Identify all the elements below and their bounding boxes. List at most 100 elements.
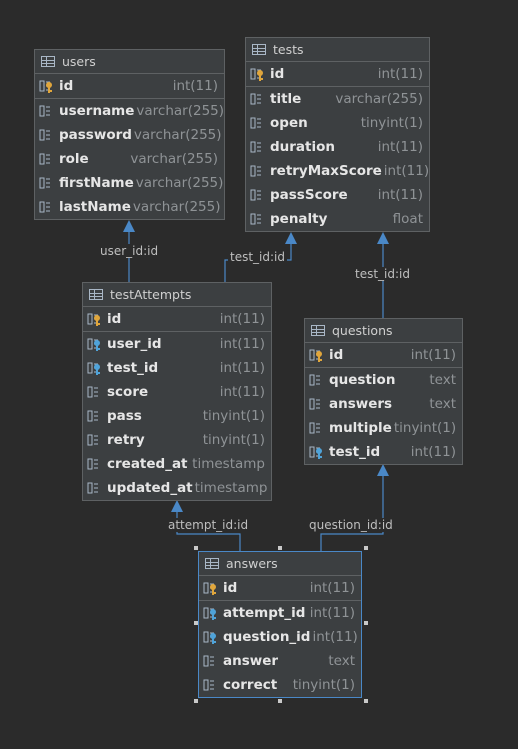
column-name: question [329, 372, 396, 388]
table-icon [311, 325, 325, 336]
arrowhead [171, 500, 183, 512]
column-type: varchar(255) [335, 91, 423, 107]
table-header[interactable]: testAttempts [83, 283, 271, 307]
column-name: pass [107, 408, 142, 424]
primary-key-icon [203, 581, 219, 595]
column-name: id [223, 580, 238, 596]
column-name: correct [223, 677, 278, 693]
column-type: varchar(255) [136, 103, 225, 119]
column-icon [87, 385, 103, 399]
column-name: passScore [270, 187, 348, 203]
column-icon [39, 104, 55, 118]
column-icon [250, 116, 266, 130]
column-row[interactable]: title varchar(255) [246, 87, 429, 111]
column-icon [87, 481, 103, 495]
table-header[interactable]: tests [246, 38, 429, 62]
column-name: score [107, 384, 149, 400]
column-icon [39, 200, 55, 214]
resize-handle[interactable] [278, 699, 282, 703]
resize-handle[interactable] [194, 699, 198, 703]
resize-handle[interactable] [194, 546, 198, 550]
column-name: question_id [223, 629, 311, 645]
table-name: testAttempts [110, 287, 192, 302]
table-icon [205, 558, 219, 569]
table-header[interactable]: answers [199, 552, 361, 576]
column-type: tinyint(1) [360, 115, 423, 131]
column-name: role [59, 151, 89, 167]
column-type: timestamp [192, 456, 265, 472]
column-type: int(11) [377, 66, 423, 82]
column-type: tinyint(1) [202, 432, 265, 448]
column-type: int(11) [219, 311, 265, 327]
column-type: int(11) [377, 139, 423, 155]
table-header[interactable]: questions [305, 319, 462, 343]
column-icon [39, 128, 55, 142]
column-icon [87, 433, 103, 447]
column-type: text [328, 653, 355, 669]
arrowhead [377, 232, 389, 244]
column-name: retryMaxScore [270, 163, 382, 179]
table-icon [252, 44, 266, 55]
foreign-key-icon [87, 337, 103, 351]
primary-key-icon [250, 67, 266, 81]
column-icon [309, 421, 325, 435]
column-row[interactable]: id int(11) [246, 62, 429, 86]
column-name: updated_at [107, 480, 193, 496]
column-icon [250, 140, 266, 154]
column-type: tinyint(1) [393, 420, 457, 436]
column-row[interactable]: question text [305, 368, 462, 392]
resize-handle[interactable] [364, 621, 368, 625]
resize-handle[interactable] [364, 699, 368, 703]
column-name: title [270, 91, 302, 107]
resize-handle[interactable] [364, 546, 368, 550]
table-name: answers [226, 556, 278, 571]
relation-label-attempt-test-id: test_id:id [228, 250, 287, 264]
column-type: varchar(255) [133, 127, 222, 143]
column-type: varchar(255) [135, 175, 224, 191]
column-name: firstName [59, 175, 134, 191]
resize-handle[interactable] [278, 546, 282, 550]
column-name: id [270, 66, 285, 82]
column-type: text [429, 372, 456, 388]
column-name: test_id [329, 444, 381, 460]
foreign-key-icon [87, 361, 103, 375]
relation-line-question-id[interactable] [320, 476, 384, 551]
resize-handle[interactable] [194, 621, 198, 625]
table-header[interactable]: users [35, 50, 224, 74]
